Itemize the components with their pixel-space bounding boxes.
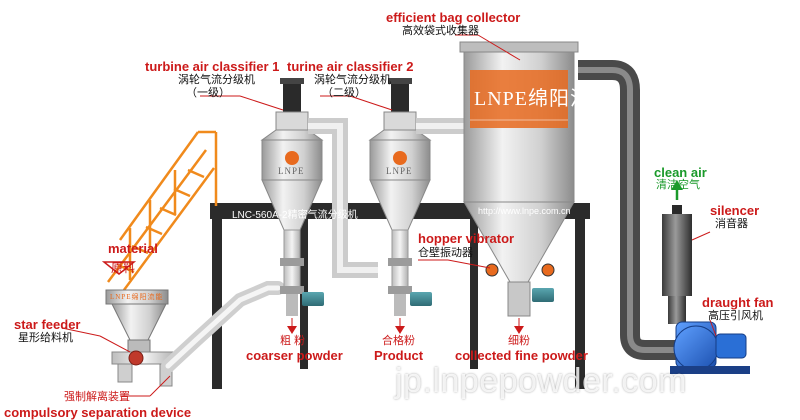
coarse-powder-label-cn: 粗 粉	[280, 335, 306, 347]
material-label-cn: 原料	[111, 261, 136, 275]
star-feeder-label: star feeder	[14, 317, 81, 332]
classifier-2-logo: LNPE	[386, 166, 413, 176]
clean-air-label: clean air	[654, 165, 707, 180]
classifier-1-label: turbine air classifier 1	[145, 59, 280, 74]
silencer-label: silencer	[710, 203, 760, 218]
classifier-1-body	[260, 78, 324, 316]
fine-powder-label: collected fine powder	[455, 348, 588, 363]
classifier-2-label: turine air classifier 2	[287, 59, 414, 74]
classifier-1-label-cn: 涡轮气流分级机	[178, 74, 255, 86]
callout-arrowheads	[101, 261, 524, 334]
beam-model-label: LNC-560A-2精密气流分级机	[232, 210, 358, 221]
draught-fan-body	[670, 321, 750, 374]
classifier-1-stage: （一级）	[186, 87, 230, 99]
separation-device-label: compulsory separation device	[4, 405, 192, 420]
bag-collector-label: efficient bag collector	[386, 10, 521, 25]
star-feeder-label-cn: 星形给料机	[18, 332, 73, 344]
clean-air-label-cn: 清洁空气	[656, 179, 700, 191]
hopper-vibrator-label-cn: 仓壁振动器	[418, 247, 473, 259]
watermark: jp.lnpepowder.com	[395, 362, 688, 400]
feeder-logo: LNPE绵阳流能	[110, 293, 164, 301]
beam-url: http://www.lnpe.com.cn	[478, 206, 571, 216]
draught-fan-label-cn: 高压引风机	[708, 310, 763, 322]
callout-leaders	[61, 34, 717, 397]
collector-logo: LNPE绵阳流能	[474, 88, 612, 110]
fine-powder-label-cn: 细粉	[508, 335, 530, 347]
separation-device-label-cn: 强制解离装置	[64, 391, 130, 403]
feed-hopper	[105, 289, 177, 387]
material-label: material	[108, 241, 158, 256]
product-label-cn: 合格粉	[382, 335, 415, 347]
bag-collector-body	[459, 41, 579, 317]
classifier-2-label-cn: 涡轮气流分级机	[314, 74, 391, 86]
silencer-label-cn: 消音器	[715, 218, 748, 230]
hopper-vibrator-label: hopper vibrator	[418, 231, 515, 246]
draught-fan-label: draught fan	[702, 295, 774, 310]
clean-air-arrow	[671, 180, 683, 200]
silencer-body	[662, 205, 692, 324]
classifier-2-stage: （二级）	[322, 87, 366, 99]
coarse-powder-label: coarser powder	[246, 348, 343, 363]
classifier-2-body	[368, 78, 432, 316]
bag-collector-label-cn: 高效袋式收集器	[402, 25, 479, 37]
product-label: Product	[374, 348, 424, 363]
classifier-1-logo: LNPE	[278, 166, 305, 176]
access-stair	[106, 130, 218, 291]
